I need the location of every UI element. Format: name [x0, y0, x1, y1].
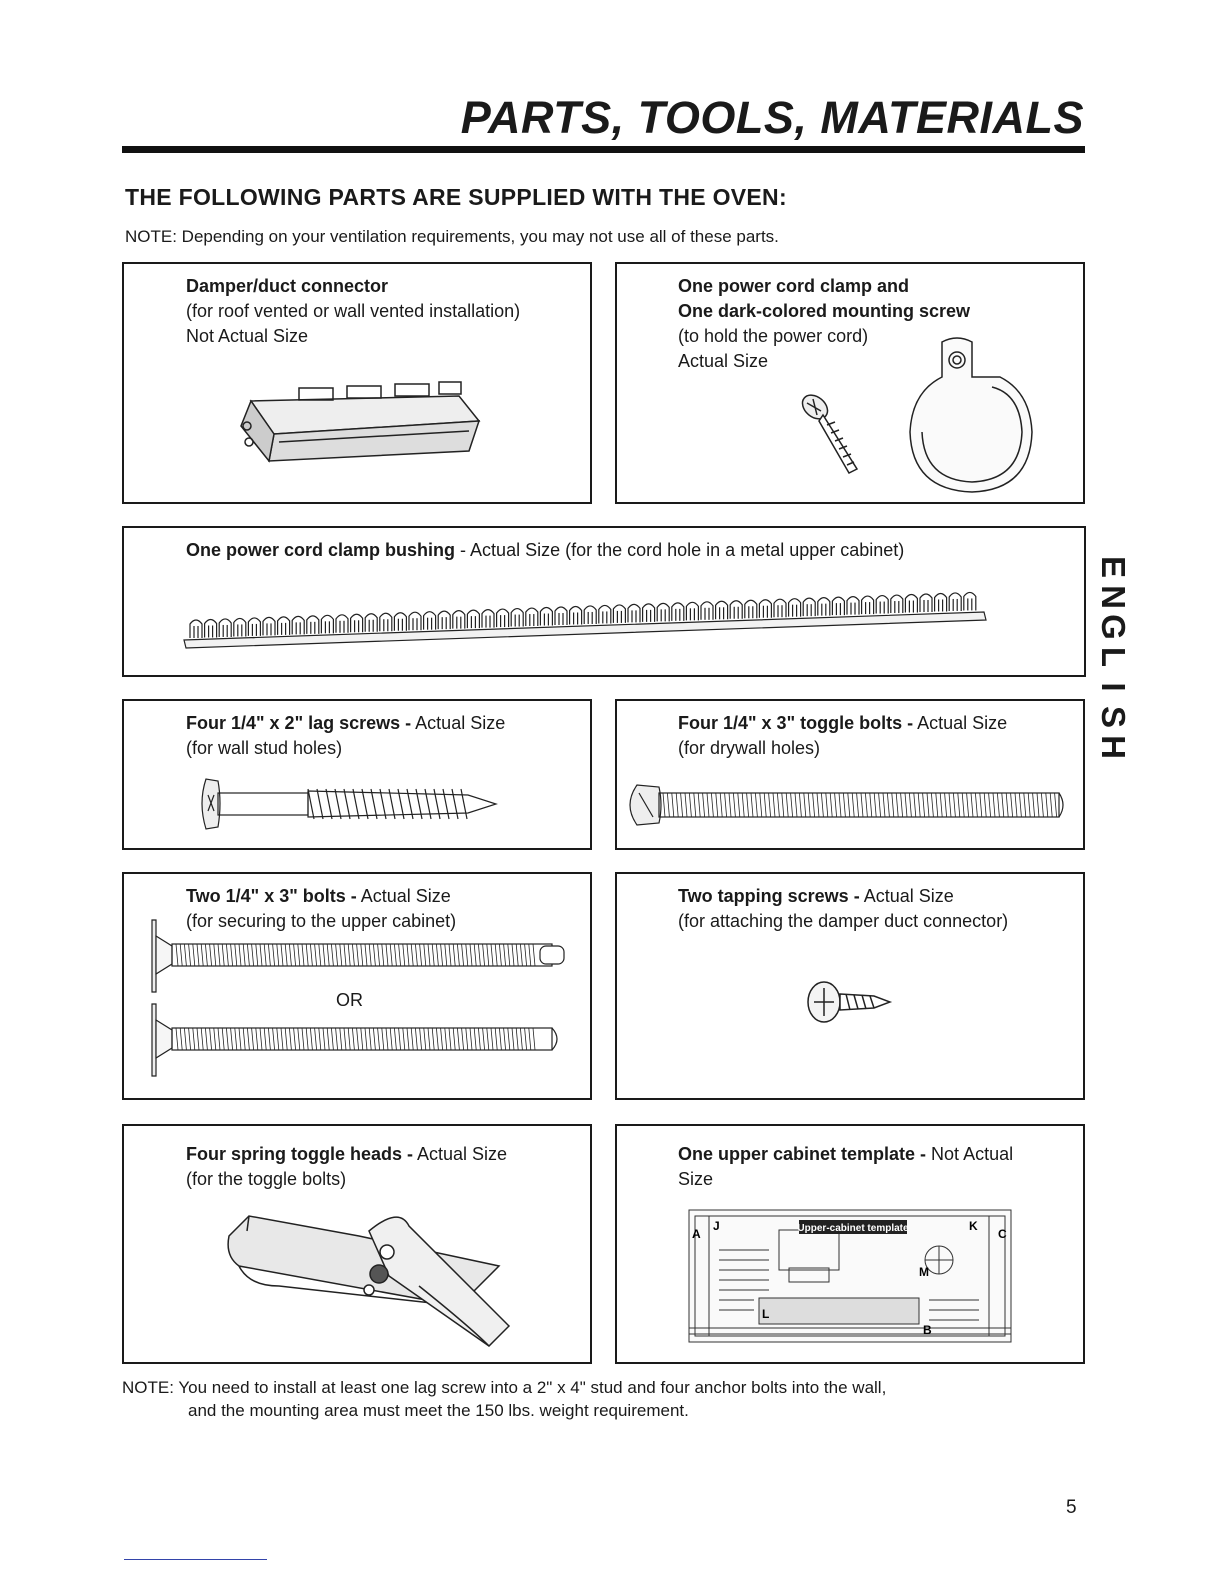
bolts-or-label: OR — [336, 990, 363, 1010]
lag-screws-name: Four 1/4" x 2" lag screws - — [186, 713, 412, 733]
lag-screws-detail: (for wall stud holes) — [186, 738, 343, 758]
template-letter-k: K — [969, 1219, 978, 1233]
lag-screws-size: Actual Size — [411, 713, 506, 733]
spring-toggle-detail: (for the toggle bolts) — [186, 1169, 347, 1189]
template-banner: Upper-cabinet template — [797, 1223, 909, 1234]
section-heading: THE FOLLOWING PARTS ARE SUPPLIED WITH TH… — [125, 184, 787, 210]
bolts-detail: (for securing to the upper cabinet) — [186, 911, 457, 931]
bottom-note-line-1: NOTE: You need to install at least one l… — [122, 1378, 887, 1397]
part-box-spring-toggle: Four spring toggle heads - Actual Size (… — [122, 1124, 592, 1364]
part-box-toggle-bolts: Four 1/4" x 3" toggle bolts - Actual Siz… — [615, 699, 1085, 850]
damper-detail: (for roof vented or wall vented installa… — [186, 301, 521, 321]
cord-clamp-detail: (to hold the power cord) — [678, 326, 869, 346]
part-box-damper: Damper/duct connector (for roof vented o… — [122, 262, 592, 504]
bottom-note: NOTE: You need to install at least one l… — [122, 1376, 886, 1422]
spring-toggle-illustration — [227, 1215, 511, 1347]
damper-illustration — [240, 381, 481, 463]
template-letter-j: J — [713, 1219, 720, 1233]
tab-letter: H — [1095, 735, 1132, 759]
part-box-lag-screws: Four 1/4" x 2" lag screws - Actual Size … — [122, 699, 592, 850]
cord-clamp-name-2: One dark-colored mounting screw — [678, 301, 971, 321]
spring-toggle-size: Actual Size — [413, 1144, 508, 1164]
footer-link-line — [124, 1559, 267, 1560]
part-box-bolts: Two 1/4" x 3" bolts - Actual Size (for s… — [122, 872, 592, 1100]
spring-toggle-name: Four spring toggle heads - — [186, 1144, 414, 1164]
part-box-bushing: One power cord clamp bushing - Actual Si… — [122, 526, 1086, 677]
page-number: 5 — [1066, 1497, 1077, 1518]
toggle-bolts-size: Actual Size — [913, 713, 1008, 733]
toggle-bolts-name: Four 1/4" x 3" toggle bolts - — [678, 713, 914, 733]
title-rule — [122, 146, 1085, 153]
tapping-screw-icon — [807, 981, 893, 1023]
toggle-bolts-detail: (for drywall holes) — [678, 738, 821, 758]
cord-clamp-name-1: One power cord clamp and — [678, 276, 910, 296]
note-top: NOTE: Depending on your ventilation requ… — [125, 227, 779, 246]
template-name: One upper cabinet template - — [678, 1144, 927, 1164]
bolt-illustration-2 — [151, 1003, 558, 1077]
damper-size: Not Actual Size — [186, 326, 309, 346]
bushing-detail: - Actual Size (for the cord hole in a me… — [455, 540, 905, 560]
template-letter-b: B — [923, 1323, 932, 1337]
template-letter-l: L — [762, 1307, 769, 1321]
bushing-name: One power cord clamp bushing — [186, 540, 456, 560]
bushing-strip-illustration — [183, 591, 987, 649]
template-size-1: Not Actual — [926, 1144, 1014, 1164]
bottom-note-line-2: and the mounting area must meet the 150 … — [188, 1401, 689, 1420]
tapping-screws-size: Actual Size — [859, 886, 954, 906]
mounting-screw-icon — [801, 394, 859, 474]
part-box-tapping-screws: Two tapping screws - Actual Size (for at… — [615, 872, 1085, 1100]
part-box-cord-clamp: One power cord clamp and One dark-colore… — [615, 262, 1085, 504]
cord-clamp-icon — [909, 337, 1033, 493]
template-letter-a: A — [692, 1227, 701, 1241]
template-letter-m: M — [919, 1265, 929, 1279]
bolt-illustration-1 — [151, 919, 565, 993]
template-thumbnail: Upper-cabinet template A J K C M L B — [688, 1209, 1012, 1343]
template-size-2: Size — [678, 1169, 714, 1189]
cord-clamp-size: Actual Size — [678, 351, 769, 371]
bolts-size: Actual Size — [356, 886, 451, 906]
lag-screw-illustration — [201, 778, 498, 830]
tapping-screws-name: Two tapping screws - — [678, 886, 860, 906]
template-letter-c: C — [998, 1227, 1007, 1241]
tapping-screws-detail: (for attaching the damper duct connector… — [678, 911, 1009, 931]
part-box-template: One upper cabinet template - Not Actual … — [615, 1124, 1085, 1364]
toggle-bolt-illustration — [629, 784, 1064, 826]
language-tab: E N G L I S H — [1092, 552, 1134, 762]
damper-name: Damper/duct connector — [186, 276, 389, 296]
bolts-name: Two 1/4" x 3" bolts - — [186, 886, 357, 906]
page-title: PARTS, TOOLS, MATERIALS — [460, 92, 1084, 143]
